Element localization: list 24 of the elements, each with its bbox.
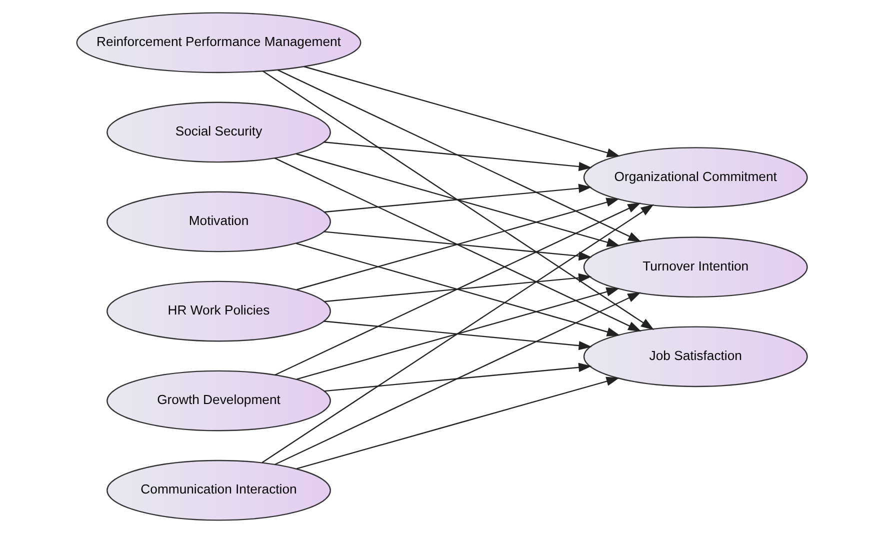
node-ellipse: Reinforcement Performance Management [76,12,361,74]
arrow [324,142,592,172]
arrow [324,320,592,350]
arrow [296,242,620,336]
arrow [304,66,620,158]
node-ellipse: HR Work Policies [106,280,330,342]
arrow [296,287,619,380]
arrow [324,231,592,261]
node-ellipse: Growth Development [106,370,330,432]
node-ellipse: Communication Interaction [106,460,330,521]
node-ellipse: Social Security [106,102,330,163]
arrow [324,184,592,213]
arrow [296,153,620,247]
arrow [324,273,592,302]
arrow [296,198,619,290]
arrow [324,362,592,392]
arrow [276,69,641,242]
arrow [274,292,640,466]
node-ellipse: Motivation [106,191,330,252]
arrow [262,70,654,330]
arrow [261,204,654,464]
arrow [274,158,641,332]
arrow [274,202,640,376]
arrow [296,376,619,470]
